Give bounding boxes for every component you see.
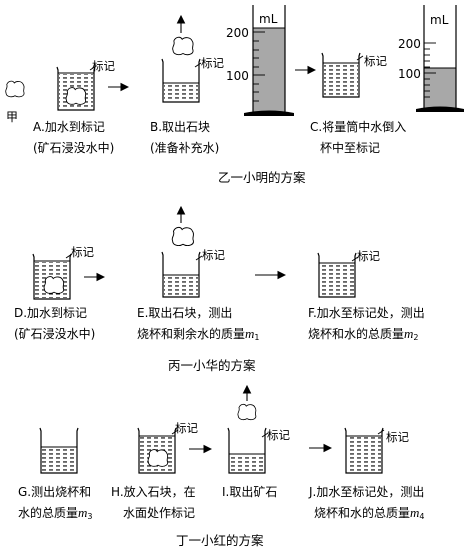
mark-label-a: 标记 <box>92 59 115 73</box>
section-ding: 标记 标记 标记 G.测出烧杯和 水的总质量m3 H.放入石块，在 水面处作标记… <box>18 384 425 548</box>
caption-e-line2: 烧杯和剩余水的质量m1 <box>137 326 260 342</box>
mark-label-c: 标记 <box>364 54 387 68</box>
section-yi: 甲 标记 标记 mL 200 <box>5 5 464 185</box>
mark-label-h: 标记 <box>175 421 198 435</box>
beaker-e: 标记 <box>161 205 225 298</box>
mark-label-f: 标记 <box>357 249 380 263</box>
title-bing: 丙一小华的方案 <box>168 358 256 373</box>
caption-e-line1: E.取出石块，测出 <box>137 306 232 320</box>
beaker-h: 标记 <box>137 421 198 474</box>
mark-label-e: 标记 <box>202 248 225 262</box>
measuring-cylinder-1: mL 200 100 <box>226 5 294 116</box>
cylinder-1-unit: mL <box>259 12 278 26</box>
section-bing: 标记 标记 标记 D.加水到标记 (矿石浸没水中) E.取出石块，测出 烧杯和剩… <box>14 205 425 373</box>
cylinder-2-tick-200: 200 <box>398 37 421 51</box>
stone-jia-icon <box>5 80 25 98</box>
mark-label-j: 标记 <box>386 430 409 444</box>
caption-f-line2: 烧杯和水的总质量m2 <box>308 326 419 342</box>
caption-d-line2: (矿石浸没水中) <box>14 326 95 341</box>
caption-a-line2: (矿石浸没水中) <box>33 140 114 155</box>
caption-c-line1: C.将量筒中水倒入 <box>310 119 406 134</box>
cylinder-2-tick-100: 100 <box>398 67 421 81</box>
beaker-b: 标记 <box>161 14 224 103</box>
mark-label-b: 标记 <box>201 56 224 70</box>
cylinder-2-unit: mL <box>430 13 449 27</box>
caption-a-line1: A.加水到标记 <box>33 120 105 134</box>
beaker-f: 标记 <box>317 249 380 298</box>
cylinder-1-tick-100: 100 <box>226 69 249 83</box>
caption-c-line2: 杯中至标记 <box>320 140 380 155</box>
caption-b-line2: (准备补充水) <box>150 140 219 155</box>
measuring-cylinder-2: mL 200 100 <box>398 5 464 112</box>
title-yi: 乙一小明的方案 <box>218 170 306 185</box>
caption-b-line1: B.取出石块 <box>150 120 210 134</box>
caption-h-line2: 水面处作标记 <box>123 506 195 520</box>
beaker-a: 标记 <box>56 59 115 111</box>
beaker-j: 标记 <box>344 427 409 474</box>
beaker-g <box>39 427 79 474</box>
title-ding: 丁一小红的方案 <box>176 533 264 548</box>
caption-g-line1: G.测出烧杯和 <box>18 485 91 499</box>
cylinder-1-tick-200: 200 <box>226 26 249 40</box>
beaker-c: 标记 <box>321 52 387 98</box>
beaker-i: 标记 <box>227 384 290 474</box>
caption-i: I.取出矿石 <box>222 485 277 499</box>
caption-f-line1: F.加水至标记处，测出 <box>308 306 425 320</box>
stone-jia-label: 甲 <box>6 110 18 124</box>
beaker-d: 标记 <box>32 245 94 300</box>
mark-label-d: 标记 <box>71 245 94 259</box>
caption-j-line1: J.加水至标记处，测出 <box>308 485 424 499</box>
caption-g-line2: 水的总质量m3 <box>18 505 93 521</box>
mark-label-i: 标记 <box>267 428 290 442</box>
caption-j-line2: 烧杯和水的总质量m4 <box>314 505 425 521</box>
caption-h-line1: H.放入石块，在 <box>111 484 196 499</box>
caption-d-line1: D.加水到标记 <box>14 306 87 320</box>
